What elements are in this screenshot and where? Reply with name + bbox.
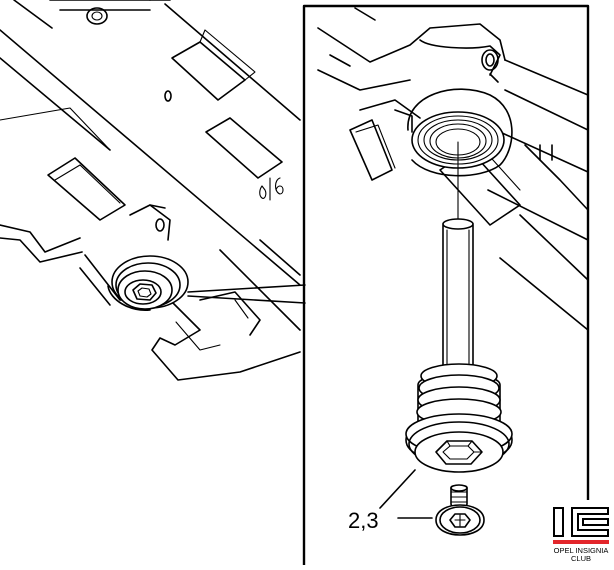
engine-block-outline: [0, 0, 301, 381]
drain-plug-overview: [107, 255, 189, 311]
logo-text-line2: CLUB: [571, 554, 591, 563]
detail-view: 2,3: [302, 4, 590, 567]
part-callout: 2,3: [348, 469, 433, 533]
logo-accent-bar: [553, 540, 609, 544]
club-logo: OPEL INSIGNIA CLUB: [547, 500, 614, 565]
detail-block-outline: [317, 7, 589, 331]
overview-view: [0, 0, 301, 381]
zoom-leader-lines: [187, 284, 306, 304]
logo-text-line1: OPEL INSIGNIA: [554, 546, 609, 555]
detail-frame: [302, 4, 590, 567]
ic-logo-mark: [553, 507, 609, 537]
part-number-label: 2,3: [348, 508, 379, 533]
drain-plug-exploded: [405, 141, 513, 473]
small-screw: [435, 484, 485, 536]
